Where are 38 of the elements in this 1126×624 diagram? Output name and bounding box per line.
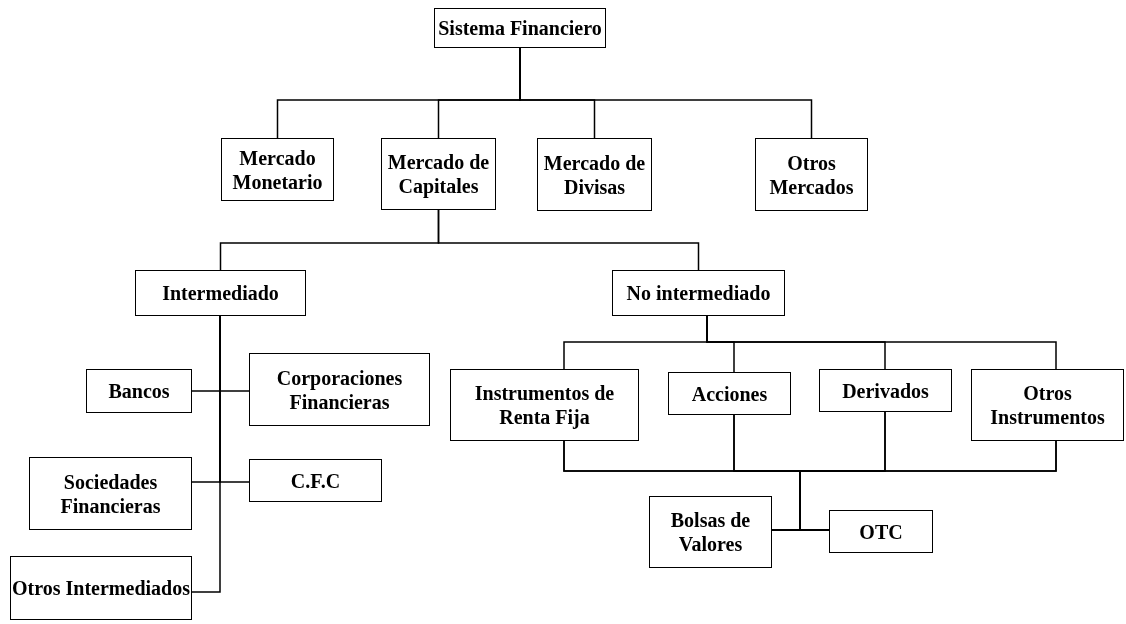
box-label: Sistema Financiero: [438, 16, 602, 40]
box-label: Otros Mercados: [768, 150, 855, 199]
category-box: [434, 8, 606, 48]
category-box: [10, 556, 192, 620]
category-box: [537, 138, 652, 211]
box-label: Instrumentos de Renta Fija: [473, 381, 616, 429]
category-box: [755, 138, 868, 211]
category-box: [612, 270, 785, 316]
box-label: No intermediado: [626, 281, 771, 305]
category-box: [649, 496, 772, 568]
box-label: C.F.C: [290, 468, 341, 493]
category-box: [971, 369, 1124, 441]
category-box: [450, 369, 639, 441]
box-label: Bancos: [108, 379, 170, 403]
category-box: [221, 138, 334, 201]
category-box: [829, 510, 933, 553]
category-box: [819, 369, 952, 412]
category-box: [249, 459, 382, 502]
category-box: [249, 353, 430, 426]
box-label: Otros Instrumentos: [989, 381, 1106, 429]
box-label: Mercado de Divisas: [542, 150, 647, 199]
box-label: Mercado Monetario: [231, 145, 324, 194]
category-box: [668, 372, 791, 415]
box-label: Acciones: [691, 381, 768, 406]
box-label: OTC: [859, 519, 903, 544]
box-label: Mercado de Capitales: [386, 150, 491, 198]
connector-line: [191, 315, 221, 593]
box-label: Intermediado: [162, 281, 279, 305]
box-label: Otros Intermediados: [12, 576, 190, 600]
category-box: [29, 457, 192, 530]
box-label: Sociedades Financieras: [59, 469, 162, 518]
box-label: Corporaciones Financieras: [275, 365, 404, 414]
connector-line: [437, 209, 700, 271]
category-box: [86, 369, 192, 413]
box-label: Derivados: [842, 378, 929, 403]
category-box: [135, 270, 306, 316]
category-box: [381, 138, 496, 210]
box-label: Bolsas de Valores: [669, 508, 752, 556]
